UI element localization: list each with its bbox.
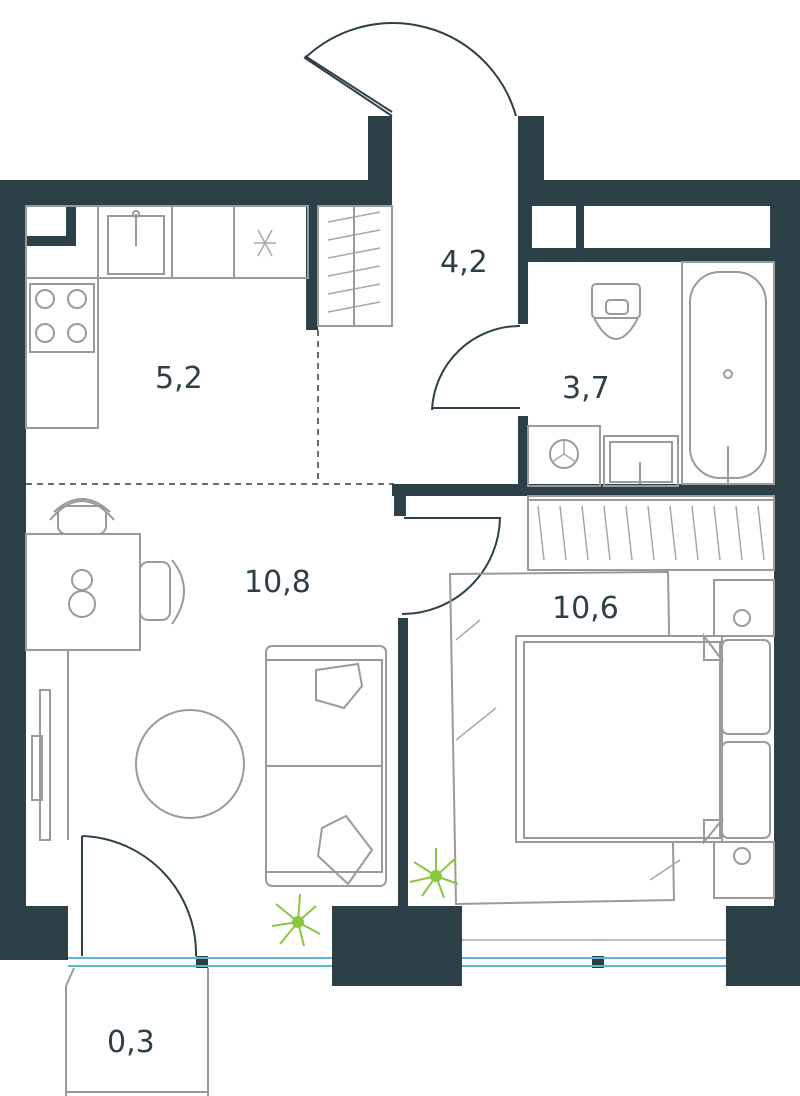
room-area-hall: 4,2 — [440, 245, 488, 280]
living-furniture — [25, 498, 387, 887]
room-area-bathroom: 3,7 — [562, 371, 610, 406]
balcony — [65, 967, 209, 1096]
room-area-bedroom: 10,6 — [552, 591, 619, 626]
windows — [68, 939, 726, 967]
room-area-balcony: 0,3 — [107, 1025, 155, 1060]
room-area-living: 10,8 — [244, 565, 311, 600]
walls — [0, 116, 800, 986]
room-area-kitchen: 5,2 — [155, 361, 203, 396]
bedroom-furniture — [448, 495, 775, 906]
doors — [81, 22, 521, 957]
bathroom-fixtures — [527, 261, 775, 487]
room-labels: 5,2 4,2 3,7 10,8 10,6 0,3 — [107, 245, 619, 1060]
plants — [271, 848, 459, 947]
kitchen-furniture — [25, 205, 394, 485]
